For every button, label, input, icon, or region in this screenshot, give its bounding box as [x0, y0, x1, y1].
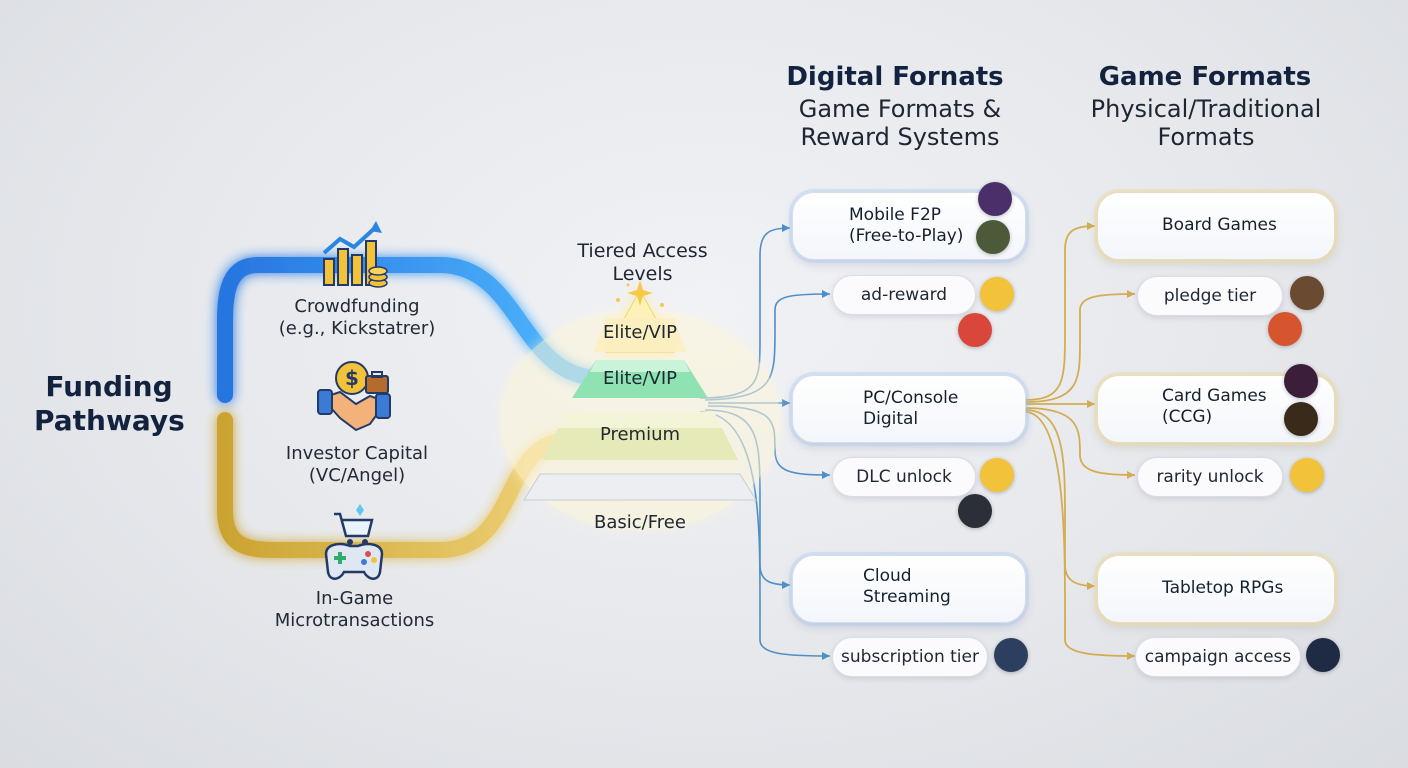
rarity-gem-badge-icon — [1290, 458, 1324, 492]
tier-premium-label: Premium — [599, 424, 681, 445]
board-games-label: Board Games — [1162, 215, 1277, 235]
handshake-icon — [317, 389, 391, 432]
subscription-tier-pill[interactable]: subscription tier — [832, 637, 988, 677]
tier-elite-vip-top-label: Elite/VIP — [602, 322, 678, 343]
campaign-access-pill[interactable]: campaign access — [1135, 637, 1301, 677]
card-games-label: Card Games (CCG) — [1162, 386, 1267, 427]
potion-icon — [980, 277, 1014, 311]
shopping-cart-icon — [334, 504, 374, 545]
dlc-unlock-pill[interactable]: DLC unlock — [832, 457, 976, 497]
card-rune-badge-icon — [1284, 402, 1318, 436]
money-bag-icon: $ — [335, 361, 369, 395]
crowdfunding-label: Crowdfunding (e.g., Kickstatrer) — [278, 296, 436, 339]
pledge-tier-pill[interactable]: pledge tier — [1137, 276, 1283, 316]
mobile-character-badge-icon — [978, 182, 1012, 216]
tier-elite-vip-label: Elite/VIP — [602, 368, 678, 389]
cloud-streaming-card[interactable]: Cloud Streaming — [792, 555, 1026, 623]
mobile-f2p-label: Mobile F2P (Free-to-Play) — [849, 205, 964, 246]
tabletop-rpgs-label: Tabletop RPGs — [1162, 578, 1284, 598]
campaign-hero-badge-icon — [1306, 638, 1340, 672]
tier-pyramid — [500, 280, 780, 530]
gamepad-icon — [324, 542, 384, 580]
pc-console-label: PC/Console Digital — [863, 388, 959, 429]
digital-arrowheads — [782, 224, 830, 660]
ad-reward-pill[interactable]: ad-reward — [832, 275, 976, 315]
investor-capital-label: Investor Capital (VC/Angel) — [285, 443, 429, 486]
microtransactions-label: In-Game Microtransactions — [274, 588, 435, 631]
keyboard-badge-icon — [958, 494, 992, 528]
growth-chart-icon — [322, 221, 388, 288]
svg-text:$: $ — [345, 366, 359, 390]
physical-formats-heading: Game Formats — [1098, 62, 1312, 92]
briefcase-icon — [365, 371, 389, 394]
cloud-streaming-label: Cloud Streaming — [863, 566, 951, 607]
gem-badge-icon — [980, 458, 1014, 492]
board-games-card[interactable]: Board Games — [1097, 192, 1335, 260]
physical-branch-wires — [1024, 225, 1136, 657]
pledge-figure-badge-icon — [1290, 276, 1324, 310]
mobile-warrior-badge-icon — [976, 220, 1010, 254]
subscription-hero-badge-icon — [994, 638, 1028, 672]
tiered-access-title: Tiered Access Levels — [577, 240, 708, 285]
tabletop-rpgs-card[interactable]: Tabletop RPGs — [1097, 555, 1335, 623]
tier-basic-free-label: Basic/Free — [594, 512, 686, 533]
digital-formats-subheading: Game Formats & Reward Systems — [798, 95, 1002, 151]
card-sigil-badge-icon — [1284, 364, 1318, 398]
physical-arrowheads — [1087, 222, 1135, 660]
pledge-box-badge-icon — [1268, 312, 1302, 346]
tier-elite-top — [594, 318, 686, 352]
physical-formats-subheading: Physical/Traditional Formats — [1090, 95, 1322, 151]
pc-console-card[interactable]: PC/Console Digital — [792, 375, 1026, 443]
rarity-unlock-pill[interactable]: rarity unlock — [1137, 457, 1283, 497]
tier-basic — [523, 473, 757, 501]
digital-formats-heading: Digital Fornats — [786, 62, 1004, 92]
funding-pathways-title: Funding Pathways — [34, 370, 185, 437]
ticket-icon — [958, 313, 992, 347]
